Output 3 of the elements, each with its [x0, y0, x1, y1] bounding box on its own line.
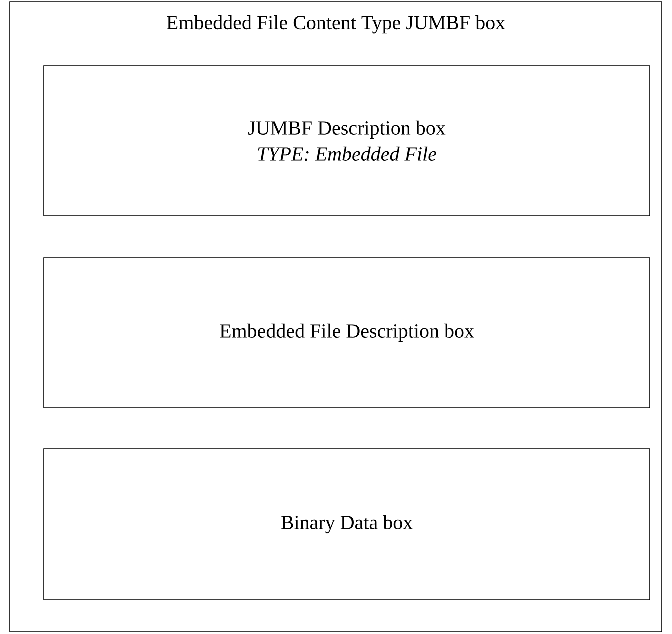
section-box: Embedded File Description box: [44, 258, 650, 408]
section-box: JUMBF Description box TYPE: Embedded File: [44, 66, 650, 216]
section-box: Binary Data box: [44, 448, 650, 600]
